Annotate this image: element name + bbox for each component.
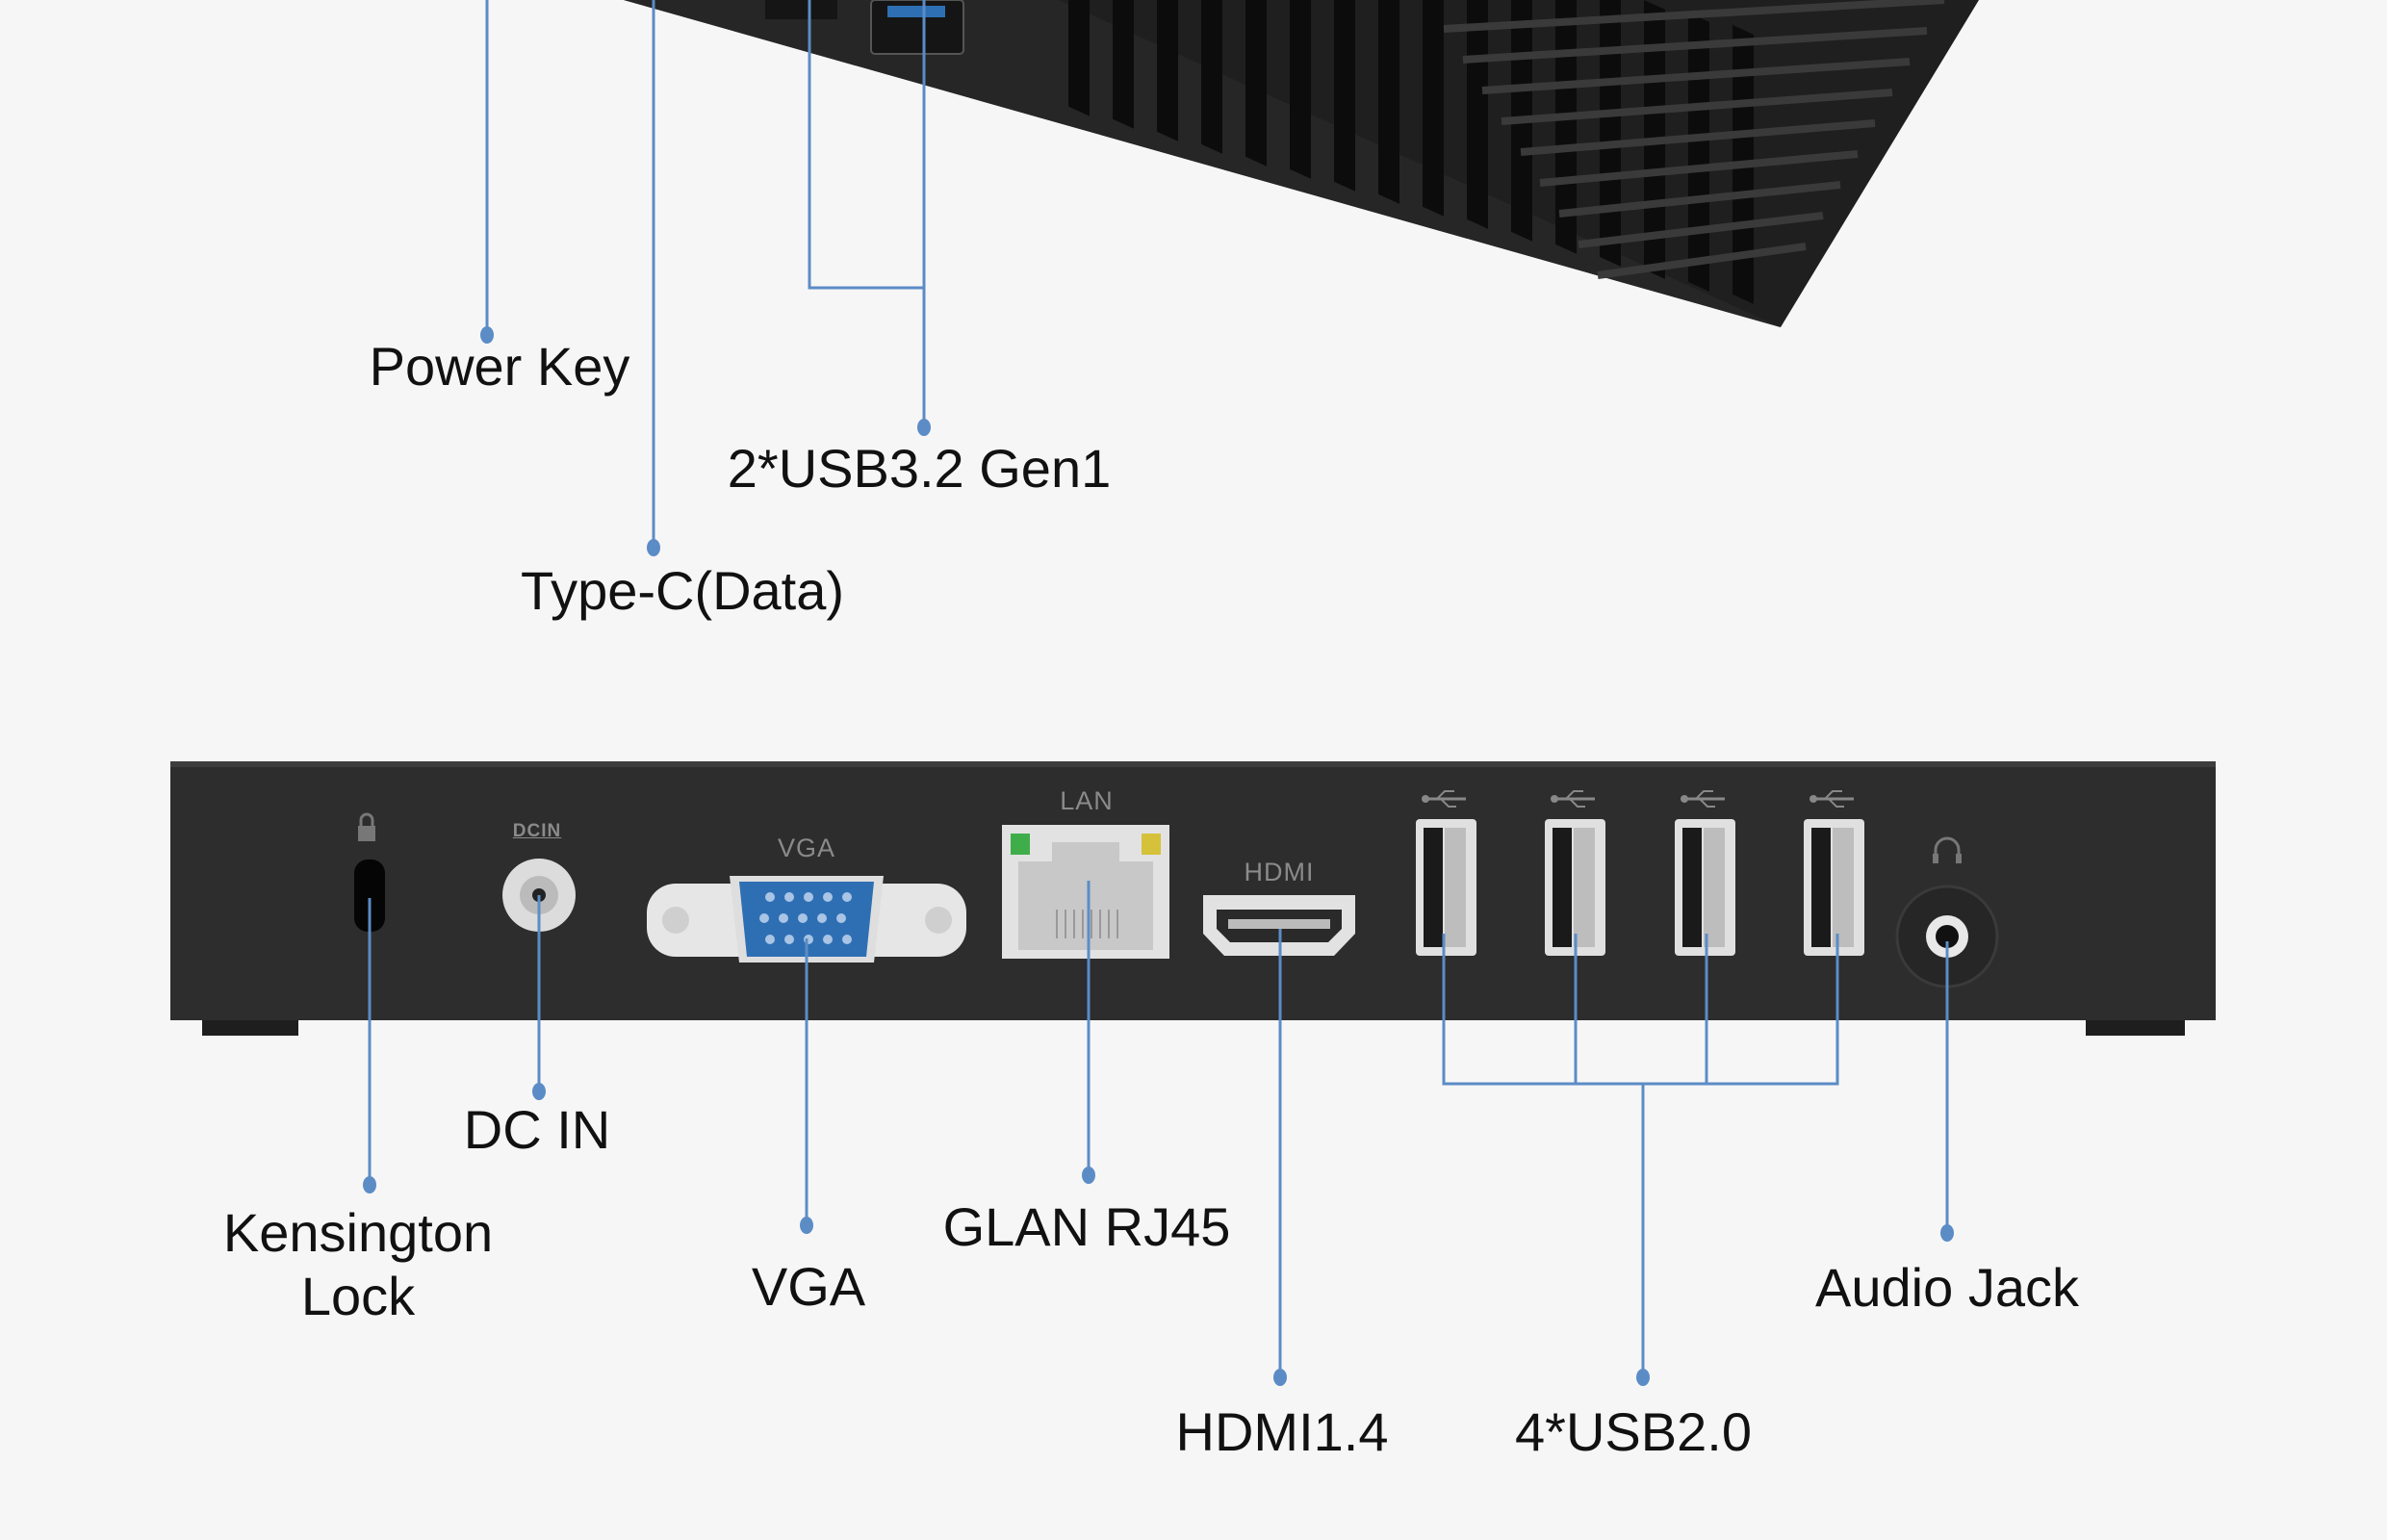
vent-slot xyxy=(1201,0,1222,154)
usb-icon xyxy=(1681,790,1725,808)
usb2-port-tongue xyxy=(1574,828,1595,947)
audio-jack xyxy=(1895,885,1999,988)
vent-slot xyxy=(1555,0,1577,254)
hdmi-port xyxy=(1203,895,1355,956)
label-audio-jack: Audio Jack xyxy=(1815,1257,2079,1318)
label-kensington-line1: Kensington xyxy=(222,1202,494,1263)
vga-pin xyxy=(804,892,813,902)
top-ridges xyxy=(1443,0,1945,279)
vga-pin xyxy=(823,935,833,944)
top-callout-dots xyxy=(480,326,931,556)
usb2-port-tongue xyxy=(1704,828,1725,947)
top-ridge xyxy=(1462,27,1928,64)
vent-slot xyxy=(1113,0,1134,129)
vent-slot xyxy=(1467,0,1488,229)
vga-pin xyxy=(817,913,827,923)
vent-slot xyxy=(1068,0,1090,116)
label-power-key: Power Key xyxy=(369,336,630,397)
vga-port xyxy=(647,876,966,962)
vga-pin xyxy=(842,892,852,902)
usb2-port-cavity xyxy=(1682,828,1702,947)
top-ridge xyxy=(1443,0,1945,33)
usb2-port-tongue xyxy=(1445,828,1466,947)
lock-icon xyxy=(358,812,375,841)
usb2-ports xyxy=(1416,790,1864,956)
top-ridge xyxy=(1578,212,1824,248)
vga-pin xyxy=(779,913,788,923)
rear-callout-lines xyxy=(368,881,1949,1377)
usb2-port-tongue xyxy=(1833,828,1854,947)
lan-port xyxy=(1002,825,1169,959)
vga-pin xyxy=(784,935,794,944)
top-ridge xyxy=(1501,89,1893,125)
usb-icon xyxy=(1551,790,1595,808)
vent-slot xyxy=(1334,0,1355,192)
panel-label-vga: VGA xyxy=(777,834,836,862)
vga-pin xyxy=(784,892,794,902)
foot-right xyxy=(2086,1020,2185,1036)
vent-slot xyxy=(1157,0,1178,141)
panel-label-hdmi: HDMI xyxy=(1244,858,1315,886)
headphone-icon xyxy=(1933,836,1962,863)
label-kensington-lock: Kensington Lock xyxy=(223,1201,493,1328)
label-kensington-line2: Lock xyxy=(300,1266,416,1326)
vga-pin xyxy=(823,892,833,902)
top-ridge xyxy=(1597,243,1807,279)
vga-pin xyxy=(765,935,775,944)
top-ridge xyxy=(1558,181,1841,218)
panel-label-dcin: DCIN xyxy=(512,821,562,841)
vga-pin xyxy=(842,935,852,944)
vent-slot xyxy=(1378,0,1399,204)
label-hdmi: HDMI1.4 xyxy=(1175,1401,1389,1462)
foot-left xyxy=(202,1020,298,1036)
panel-label-lan: LAN xyxy=(1060,786,1114,815)
vent-slot xyxy=(1688,12,1709,292)
rear-panel xyxy=(170,761,2216,1036)
label-usb2: 4*USB2.0 xyxy=(1515,1401,1752,1462)
usb-icon xyxy=(1422,790,1466,808)
top-ridge xyxy=(1481,58,1911,94)
label-dc-in: DC IN xyxy=(463,1099,611,1160)
usb-icon xyxy=(1810,790,1854,808)
vga-pin xyxy=(798,913,808,923)
kensington-slot xyxy=(354,860,385,932)
top-ridge xyxy=(1520,119,1876,156)
vga-pin xyxy=(765,892,775,902)
usb2-port-cavity xyxy=(1424,828,1443,947)
usb3-port-2 xyxy=(765,0,837,19)
rear-callout-dots xyxy=(363,1083,1954,1386)
vga-pin xyxy=(759,913,769,923)
label-type-c: Type-C(Data) xyxy=(520,560,845,621)
top-callout-lines xyxy=(485,0,926,548)
vent-slot xyxy=(1600,0,1621,267)
vent-slot xyxy=(1423,0,1444,217)
label-vga: VGA xyxy=(751,1256,866,1317)
label-usb3: 2*USB3.2 Gen1 xyxy=(727,438,1112,499)
vent-slot xyxy=(1245,0,1267,167)
vent-slots xyxy=(1068,0,1754,304)
vent-slot xyxy=(1290,0,1311,179)
top-ridge xyxy=(1539,150,1859,187)
label-glan-rj45: GLAN RJ45 xyxy=(942,1196,1231,1257)
usb2-port-cavity xyxy=(1553,828,1572,947)
usb3-port-tongue xyxy=(887,6,945,17)
usb2-port-cavity xyxy=(1811,828,1831,947)
vga-pin xyxy=(836,913,846,923)
mini-pc-top-view xyxy=(624,0,1979,327)
